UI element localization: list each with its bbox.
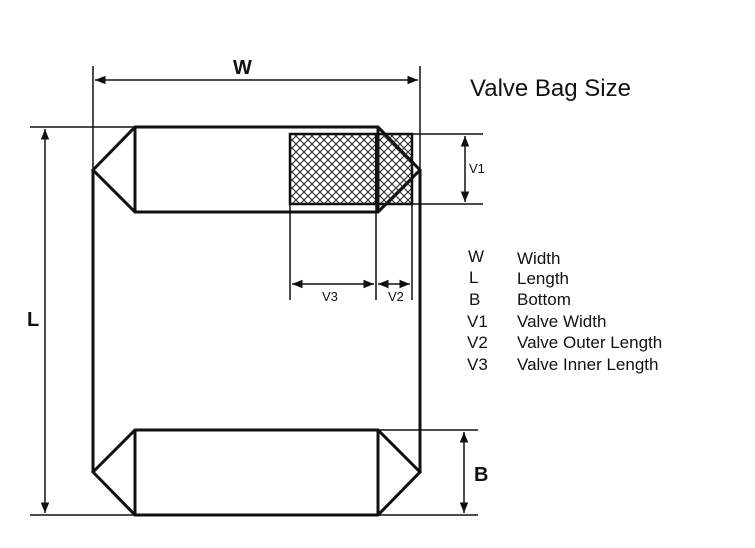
legend-symbol: W	[468, 247, 484, 266]
width-dimension	[92, 66, 421, 170]
valve-inner-length-label: V3	[322, 289, 338, 304]
bottom-label: B	[474, 464, 488, 486]
legend-meaning: Valve Width	[517, 312, 606, 331]
legend-symbol: B	[469, 290, 480, 309]
width-label: W	[233, 57, 252, 79]
legend-symbol: V2	[467, 333, 488, 352]
legend-meaning: Valve Inner Length	[517, 355, 658, 374]
valve-width-dimension	[412, 133, 483, 205]
legend-meaning: Bottom	[517, 290, 571, 309]
legend: W Width L Length B Bottom V1 Valve Width…	[467, 247, 662, 374]
legend-symbol: V3	[467, 355, 488, 374]
length-dimension	[30, 126, 135, 516]
legend-meaning: Valve Outer Length	[517, 333, 662, 352]
legend-meaning: Width	[517, 249, 560, 268]
legend-symbol: L	[469, 268, 478, 287]
valve-area	[288, 132, 414, 206]
valve-outer-length-label: V2	[388, 289, 404, 304]
valve-length-dimensions	[289, 204, 413, 300]
length-label: L	[27, 309, 39, 331]
valve-width-label: V1	[469, 161, 485, 176]
legend-meaning: Length	[517, 269, 569, 288]
diagram-title: Valve Bag Size	[470, 75, 631, 102]
bottom-dimension	[378, 429, 478, 516]
legend-symbol: V1	[467, 312, 488, 331]
